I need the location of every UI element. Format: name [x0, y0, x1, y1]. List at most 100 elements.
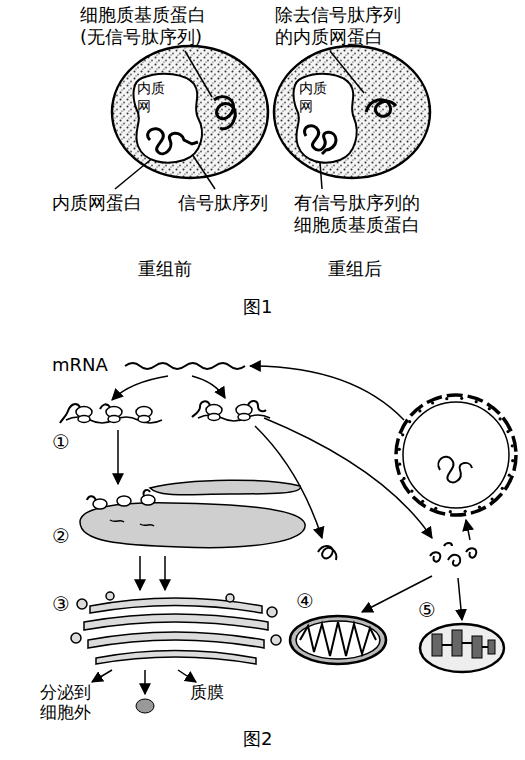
nucleus-pore-dot [398, 463, 401, 466]
cell-after [366, 100, 396, 117]
figure-caption: 图2 [243, 728, 272, 750]
free-ribosomes [238, 414, 250, 421]
arrows [458, 578, 462, 620]
chloroplast [420, 624, 504, 672]
cell-after [274, 46, 430, 178]
endoplasmic-reticulum [141, 495, 155, 505]
free-ribosomes [108, 416, 120, 423]
golgi-apparatus [271, 635, 281, 645]
nucleus-pore-dot [410, 490, 413, 493]
leader-lines [320, 162, 322, 189]
nucleus-pore-dot [511, 444, 514, 447]
arrows [144, 670, 146, 694]
arrows [139, 556, 141, 590]
nucleus [403, 402, 509, 508]
secretory-vesicle [136, 699, 154, 713]
chloroplast [442, 643, 488, 647]
organelle-name: 内质网 [290, 70, 330, 115]
proteins [444, 543, 452, 546]
nucleus-pore-dot [449, 510, 452, 513]
nucleus-pore-dot [431, 401, 434, 404]
cell-before [112, 46, 268, 178]
nucleus-pore-dot [408, 420, 411, 423]
endoplasmic-reticulum [80, 480, 305, 547]
mitochondrion [296, 621, 380, 659]
golgi-apparatus [106, 592, 114, 600]
nucleus-pore-dot [491, 498, 494, 501]
chloroplast [452, 630, 462, 656]
arrows [117, 430, 119, 484]
callout-number: ② [52, 524, 70, 548]
arrows [112, 376, 168, 400]
golgi-apparatus [84, 614, 268, 630]
protein-chain [305, 126, 336, 154]
mrna [125, 363, 245, 369]
golgi-apparatus [96, 651, 256, 665]
leader-lines [115, 51, 364, 189]
stage-label: 重组后 [328, 258, 382, 280]
nucleus [438, 457, 472, 483]
protein-label: 信号肽序列 [178, 192, 268, 214]
nucleus-pore-dot [445, 397, 448, 400]
chloroplast [488, 640, 495, 654]
callout-number: ① [52, 430, 70, 454]
arrows [178, 670, 196, 682]
nucleus-pore-dot [475, 400, 478, 403]
callout-number: ③ [52, 592, 70, 616]
free-ribosomes [248, 401, 266, 411]
golgi-apparatus [71, 633, 81, 643]
er-region: 内质网 [128, 70, 206, 168]
endoplasmic-reticulum [140, 524, 154, 526]
free-ribosomes [60, 401, 270, 423]
endoplasmic-reticulum [150, 480, 300, 495]
endoplasmic-reticulum [93, 499, 107, 509]
nucleus-pore-dot [402, 477, 405, 480]
mrna [125, 363, 245, 369]
nucleus-pore-dot [418, 409, 421, 412]
golgi-apparatus [90, 598, 262, 613]
chloroplast [432, 630, 495, 658]
nucleus [396, 395, 516, 515]
golgi-apparatus [88, 632, 264, 648]
endoplasmic-reticulum [87, 496, 96, 500]
nucleus-pore-dot [460, 397, 463, 400]
nucleus [396, 395, 516, 515]
organelle-name: 内质网 [128, 70, 168, 115]
arrows [92, 670, 112, 682]
chloroplast [472, 636, 482, 658]
free-ribosomes [78, 416, 90, 423]
protein-label: 细胞质基质蛋白 (无信号肽序列) [80, 4, 220, 47]
protein-label: 内质网蛋白 [52, 192, 142, 214]
callout-number: ⑤ [418, 598, 436, 622]
proteins [318, 543, 476, 566]
secretory-vesicle [136, 699, 154, 713]
mitochondrion [300, 622, 376, 656]
golgi-apparatus [267, 607, 277, 617]
protein-label: 除去信号肽序列的内质网蛋白 [275, 4, 415, 47]
cell-before [112, 46, 268, 178]
proteins [466, 548, 476, 557]
destination-label: 质膜 [190, 682, 224, 702]
proteins [318, 546, 336, 560]
nucleus-pore-dot [506, 430, 509, 433]
cell-before [214, 97, 235, 129]
nucleus-pore-dot [511, 459, 514, 462]
protein-label: 有信号肽序列的细胞质基质蛋白 [294, 192, 434, 235]
free-ribosomes [208, 414, 220, 421]
arrows [250, 366, 404, 420]
nucleus-pore-dot [501, 487, 504, 490]
nucleus-pore-dot [499, 417, 502, 420]
nucleus-pore-dot [478, 505, 481, 508]
nucleus-pore-dot [434, 507, 437, 510]
chloroplast [432, 634, 442, 656]
cell-after [274, 46, 430, 178]
callout-number: ④ [296, 589, 314, 613]
golgi-apparatus [71, 592, 281, 664]
stage-label: 重组前 [138, 258, 192, 280]
free-ribosomes [192, 401, 210, 417]
nucleus-pore-dot [398, 448, 401, 451]
nucleus-pore-dot [488, 407, 491, 410]
chloroplast [420, 624, 504, 672]
protein-chain [148, 129, 198, 154]
